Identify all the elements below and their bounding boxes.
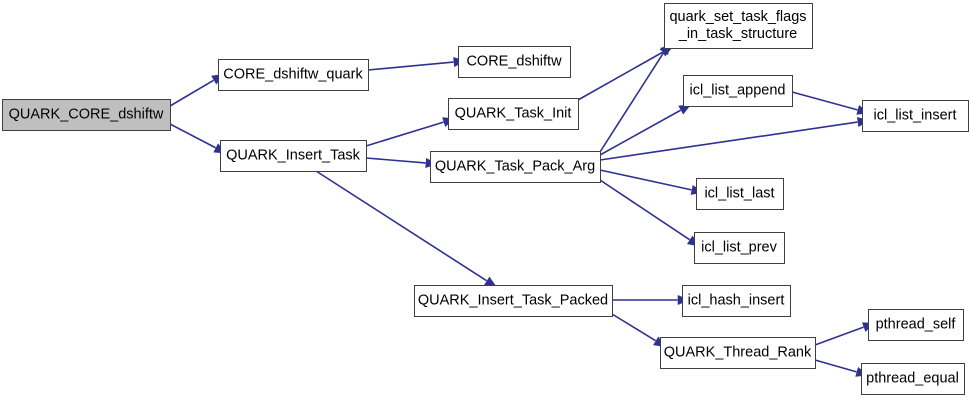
edge-quark_insert_task-to-quark_task_init xyxy=(365,121,444,147)
edge-quark_insert_task_packed-to-quark_thread_rank xyxy=(611,313,656,342)
node-quark_insert_task_packed[interactable]: QUARK_Insert_Task_Packed xyxy=(414,285,613,317)
node-label: QUARK_Thread_Rank xyxy=(664,344,812,360)
edge-quark_core_dshiftw-to-core_dshiftw_quark xyxy=(169,79,214,107)
node-quark_set_task_flags_in_task_structure[interactable]: quark_set_task_flags_in_task_structure xyxy=(664,3,813,49)
edge-quark_task_pack_arg-to-icl_list_prev xyxy=(599,179,691,241)
node-label: icl_list_prev xyxy=(701,239,777,255)
node-box xyxy=(861,363,965,395)
node-label: CORE_dshiftw_quark xyxy=(223,66,363,82)
node-box xyxy=(694,232,785,264)
edge-quark_task_init-to-quark_set_task_flags_in_task_structure xyxy=(577,51,663,101)
node-box xyxy=(664,3,813,49)
node-label: pthread_equal xyxy=(866,370,959,386)
node-label: icl_list_insert xyxy=(874,107,957,123)
node-core_dshiftw_quark[interactable]: CORE_dshiftw_quark xyxy=(218,59,369,91)
node-box xyxy=(862,100,969,132)
edge-quark_insert_task-to-quark_insert_task_packed xyxy=(315,170,488,282)
node-icl_hash_insert[interactable]: icl_hash_insert xyxy=(682,285,791,317)
node-box xyxy=(414,285,613,317)
node-box xyxy=(696,178,784,210)
node-label: QUARK_Insert_Task_Packed xyxy=(418,292,608,308)
edge-quark_task_pack_arg-to-icl_list_last xyxy=(599,169,692,191)
node-box xyxy=(220,140,367,172)
node-label: QUARK_Insert_Task xyxy=(226,147,361,163)
node-label: QUARK_Task_Init xyxy=(455,105,572,121)
node-icl_list_last[interactable]: icl_list_last xyxy=(696,178,784,210)
edge-quark_thread_rank-to-pthread_self xyxy=(814,326,864,346)
node-box xyxy=(682,285,791,317)
edge-quark_task_pack_arg-to-quark_set_task_flags_in_task_structure xyxy=(599,51,665,153)
edge-quark_task_pack_arg-to-icl_list_insert xyxy=(599,121,858,161)
node-quark_task_pack_arg[interactable]: QUARK_Task_Pack_Arg xyxy=(430,151,601,183)
node-box xyxy=(430,151,601,183)
node-icl_list_append[interactable]: icl_list_append xyxy=(683,75,793,107)
node-box xyxy=(448,98,579,130)
node-icl_list_insert[interactable]: icl_list_insert xyxy=(862,100,969,132)
edge-quark_insert_task-to-quark_task_pack_arg xyxy=(365,157,426,164)
edge-quark_task_pack_arg-to-icl_list_append xyxy=(599,109,681,156)
node-label: QUARK_Task_Pack_Arg xyxy=(435,158,595,174)
node-pthread_equal[interactable]: pthread_equal xyxy=(861,363,965,395)
node-box xyxy=(458,46,571,78)
node-quark_insert_task[interactable]: QUARK_Insert_Task xyxy=(220,140,367,172)
node-label: icl_list_last xyxy=(704,185,774,201)
node-label: icl_list_append xyxy=(690,82,786,98)
node-box xyxy=(868,309,964,341)
edge-core_dshiftw_quark-to-core_dshiftw xyxy=(367,61,454,71)
node-quark_core_dshiftw[interactable]: QUARK_CORE_dshiftw xyxy=(2,99,171,131)
node-label: CORE_dshiftw xyxy=(466,53,562,69)
node-label: pthread_self xyxy=(876,316,957,332)
node-box xyxy=(660,337,816,369)
node-core_dshiftw[interactable]: CORE_dshiftw xyxy=(458,46,571,78)
node-icl_list_prev[interactable]: icl_list_prev xyxy=(694,232,785,264)
node-box xyxy=(2,99,171,131)
node-pthread_self[interactable]: pthread_self xyxy=(868,309,964,341)
node-label: quark_set_task_flags_in_task_structure xyxy=(669,9,806,42)
edge-quark_thread_rank-to-pthread_equal xyxy=(814,359,857,373)
node-label: QUARK_CORE_dshiftw xyxy=(9,106,164,122)
node-label: icl_hash_insert xyxy=(688,292,785,308)
edge-icl_list_append-to-icl_list_insert xyxy=(791,91,858,111)
node-box xyxy=(683,75,793,107)
nodes-layer: QUARK_CORE_dshiftw CORE_dshiftw_quarkQUAR… xyxy=(2,3,969,395)
node-quark_task_init[interactable]: QUARK_Task_Init xyxy=(448,98,579,130)
node-box xyxy=(218,59,369,91)
edge-quark_core_dshiftw-to-quark_insert_task xyxy=(169,123,216,149)
node-quark_thread_rank[interactable]: QUARK_Thread_Rank xyxy=(660,337,816,369)
